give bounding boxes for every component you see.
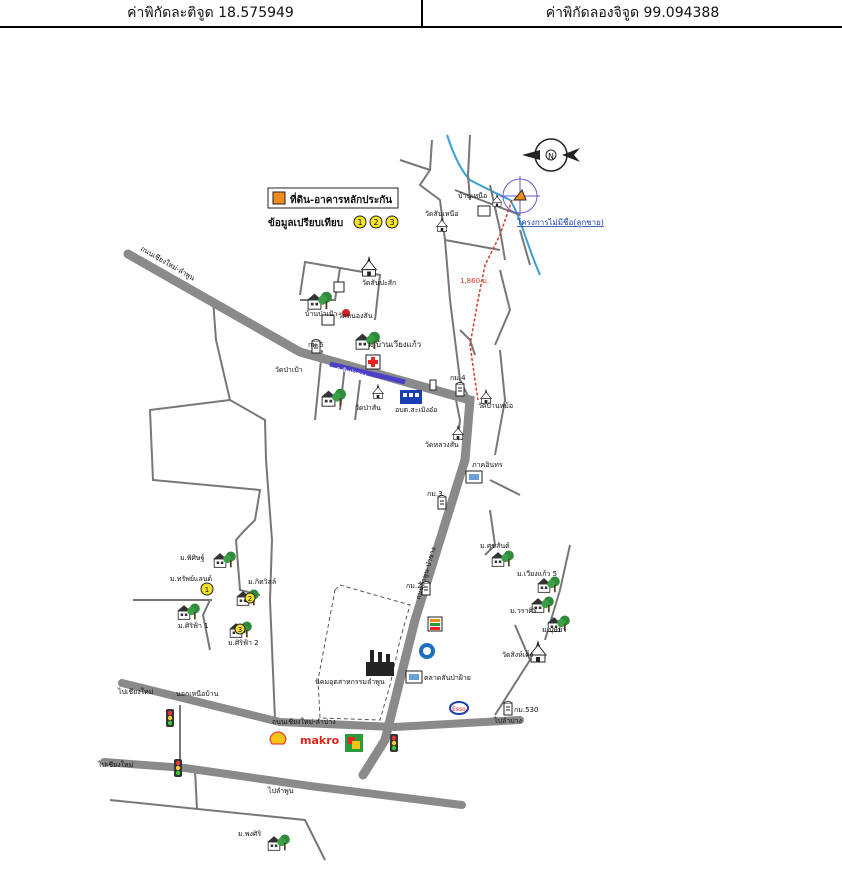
location-map: N ที่ดิน-อาคารหลักประกัน ข้อมูลเปรียบเที… [97, 134, 604, 861]
place-label: ม.ศิริฟ้า 2 [228, 639, 259, 647]
place-label: ไปเชียงใหม่ [97, 760, 133, 769]
place-label: ไปลำพูน [267, 786, 294, 795]
legend-comparables-label: ข้อมูลเปรียบเทียบ [268, 217, 343, 230]
place-label: วัดสิงห์เค็ง [502, 650, 533, 659]
svg-text:2: 2 [248, 595, 252, 603]
place-label: นอกเหนือบ้าน [176, 690, 219, 698]
esso-logo-icon: Esso [449, 701, 469, 715]
longitude-text: ค่าพิกัดลองจิจูด 99.094388 [545, 5, 720, 21]
coordinate-divider [421, 0, 423, 28]
distance-label: 1,860 ม. [460, 277, 489, 285]
place-label: ไปเชียงใหม่ [117, 687, 153, 696]
place-label: วัดป่าสัน [355, 404, 381, 412]
school-icon [400, 390, 422, 404]
tree-house-icon [266, 834, 291, 851]
subject-marker-icon [500, 176, 540, 216]
tree-house-icon [212, 551, 237, 568]
place-label: ม.ศิริฟ้า 1 [178, 622, 209, 630]
legend-marker-3: 3 [389, 218, 394, 227]
temple-icon [452, 424, 464, 440]
place-label: นิคมอุตสาหกรรมลำพูน [315, 678, 385, 686]
traffic-light-icon [390, 734, 398, 752]
comparable-markers: 1 2 3 [200, 582, 256, 635]
place-label: ม.กิตวิลล์ [248, 578, 276, 586]
place-label: กม.4 [450, 374, 466, 382]
legend-marker-1: 1 [357, 218, 362, 227]
industrial-estate-boundary [317, 584, 411, 721]
pin-icon [342, 309, 350, 317]
thin-roads-west [109, 260, 571, 861]
legend-land-label: ที่ดิน-อาคารหลักประกัน [290, 192, 392, 206]
traffic-light-icon [174, 759, 182, 777]
legend-marker-2: 2 [373, 218, 378, 227]
legend-markers: 1 2 3 [353, 215, 399, 229]
temple-icon [372, 383, 384, 399]
place-label: ถนนเชียงใหม่-ลำปาง [272, 717, 336, 726]
shell-logo-icon [269, 731, 287, 745]
place-label: วัดหลวงสัน [425, 441, 459, 449]
place-label: วัดสันปะสัก [362, 279, 396, 287]
place-label: ม.พงศิริ [238, 830, 261, 838]
place-label: วัดป่าเป้า [275, 366, 303, 374]
seven-eleven-icon [427, 616, 443, 632]
place-label: วัดสันเหนือ [425, 210, 459, 218]
temple-icon [361, 255, 377, 277]
km-post-icon [503, 701, 513, 716]
building-icon [477, 205, 491, 217]
factory-icon [366, 650, 394, 676]
building-icon [321, 314, 335, 326]
place-label: ม.ทรัพย์แลนด์ [170, 575, 212, 583]
purple-road [329, 361, 406, 385]
tree-house-icon [320, 388, 347, 407]
tree-house-icon [490, 550, 515, 567]
place-label: กม.3 [427, 490, 443, 498]
compass-icon: N [522, 138, 580, 172]
place-label: กม.6 [308, 341, 324, 349]
place-label: วัดหนองสัน [338, 312, 373, 320]
place-label: ม.วราศิริ [510, 607, 537, 615]
building-icon [429, 379, 437, 391]
legend: ที่ดิน-อาคารหลักประกัน ข้อมูลเปรียบเทียบ… [267, 187, 399, 230]
svg-text:3: 3 [238, 626, 242, 634]
latitude-text: ค่าพิกัดละติจูด 18.575949 [127, 5, 294, 21]
route-line [469, 199, 513, 401]
place-label: อบต.สะเมิงอ๋อ [395, 406, 437, 414]
svg-text:1: 1 [205, 586, 209, 594]
place-label: ไปลำปาง [493, 716, 522, 725]
building-icon [333, 281, 345, 293]
hospital-icon [365, 354, 381, 370]
place-label: ม.เวียงแก้ว 5 [517, 570, 557, 578]
place-label: ม.บ้านเวียงแก้ว [368, 340, 421, 349]
place-label: บ้านป่าเป้า [305, 310, 337, 318]
lotus-icon [419, 643, 435, 659]
legend-box [267, 187, 399, 209]
place-label: ภาคอินทร [472, 461, 503, 469]
temple-icon [436, 216, 448, 232]
place-label: ม.บุษบา [542, 626, 566, 634]
svg-text:N: N [548, 152, 554, 161]
place-label: ม.ศุขสันต์ [480, 542, 510, 550]
place-label: กม.530 [514, 706, 538, 714]
coordinate-bar: ค่าพิกัดละติจูด 18.575949 ค่าพิกัดลองจิจ… [0, 0, 842, 28]
store-logo-icon [345, 734, 363, 752]
tree-house-icon [306, 291, 333, 310]
place-label: วัดบ้านหม้อ [478, 402, 513, 410]
makro-logo-icon: makro [300, 734, 340, 747]
traffic-light-icon [166, 709, 174, 727]
place-label: ตลาดสันป่าฝ้าย [424, 674, 471, 682]
place-label: ม.พิศิษฐ์ [180, 554, 205, 562]
project-label[interactable]: โครงการไม่มีชื่อ(ลูกชาย) [517, 216, 604, 228]
river [446, 134, 541, 276]
svg-text:Esso: Esso [452, 706, 466, 713]
market-icon [405, 470, 483, 684]
tree-house-icon [176, 603, 201, 620]
place-label: กม.2 [406, 582, 422, 590]
place-label: บ้านเหนือ [458, 192, 487, 200]
tree-house-icon [536, 576, 561, 593]
km-post-icon [455, 382, 465, 397]
land-swatch [272, 191, 286, 205]
